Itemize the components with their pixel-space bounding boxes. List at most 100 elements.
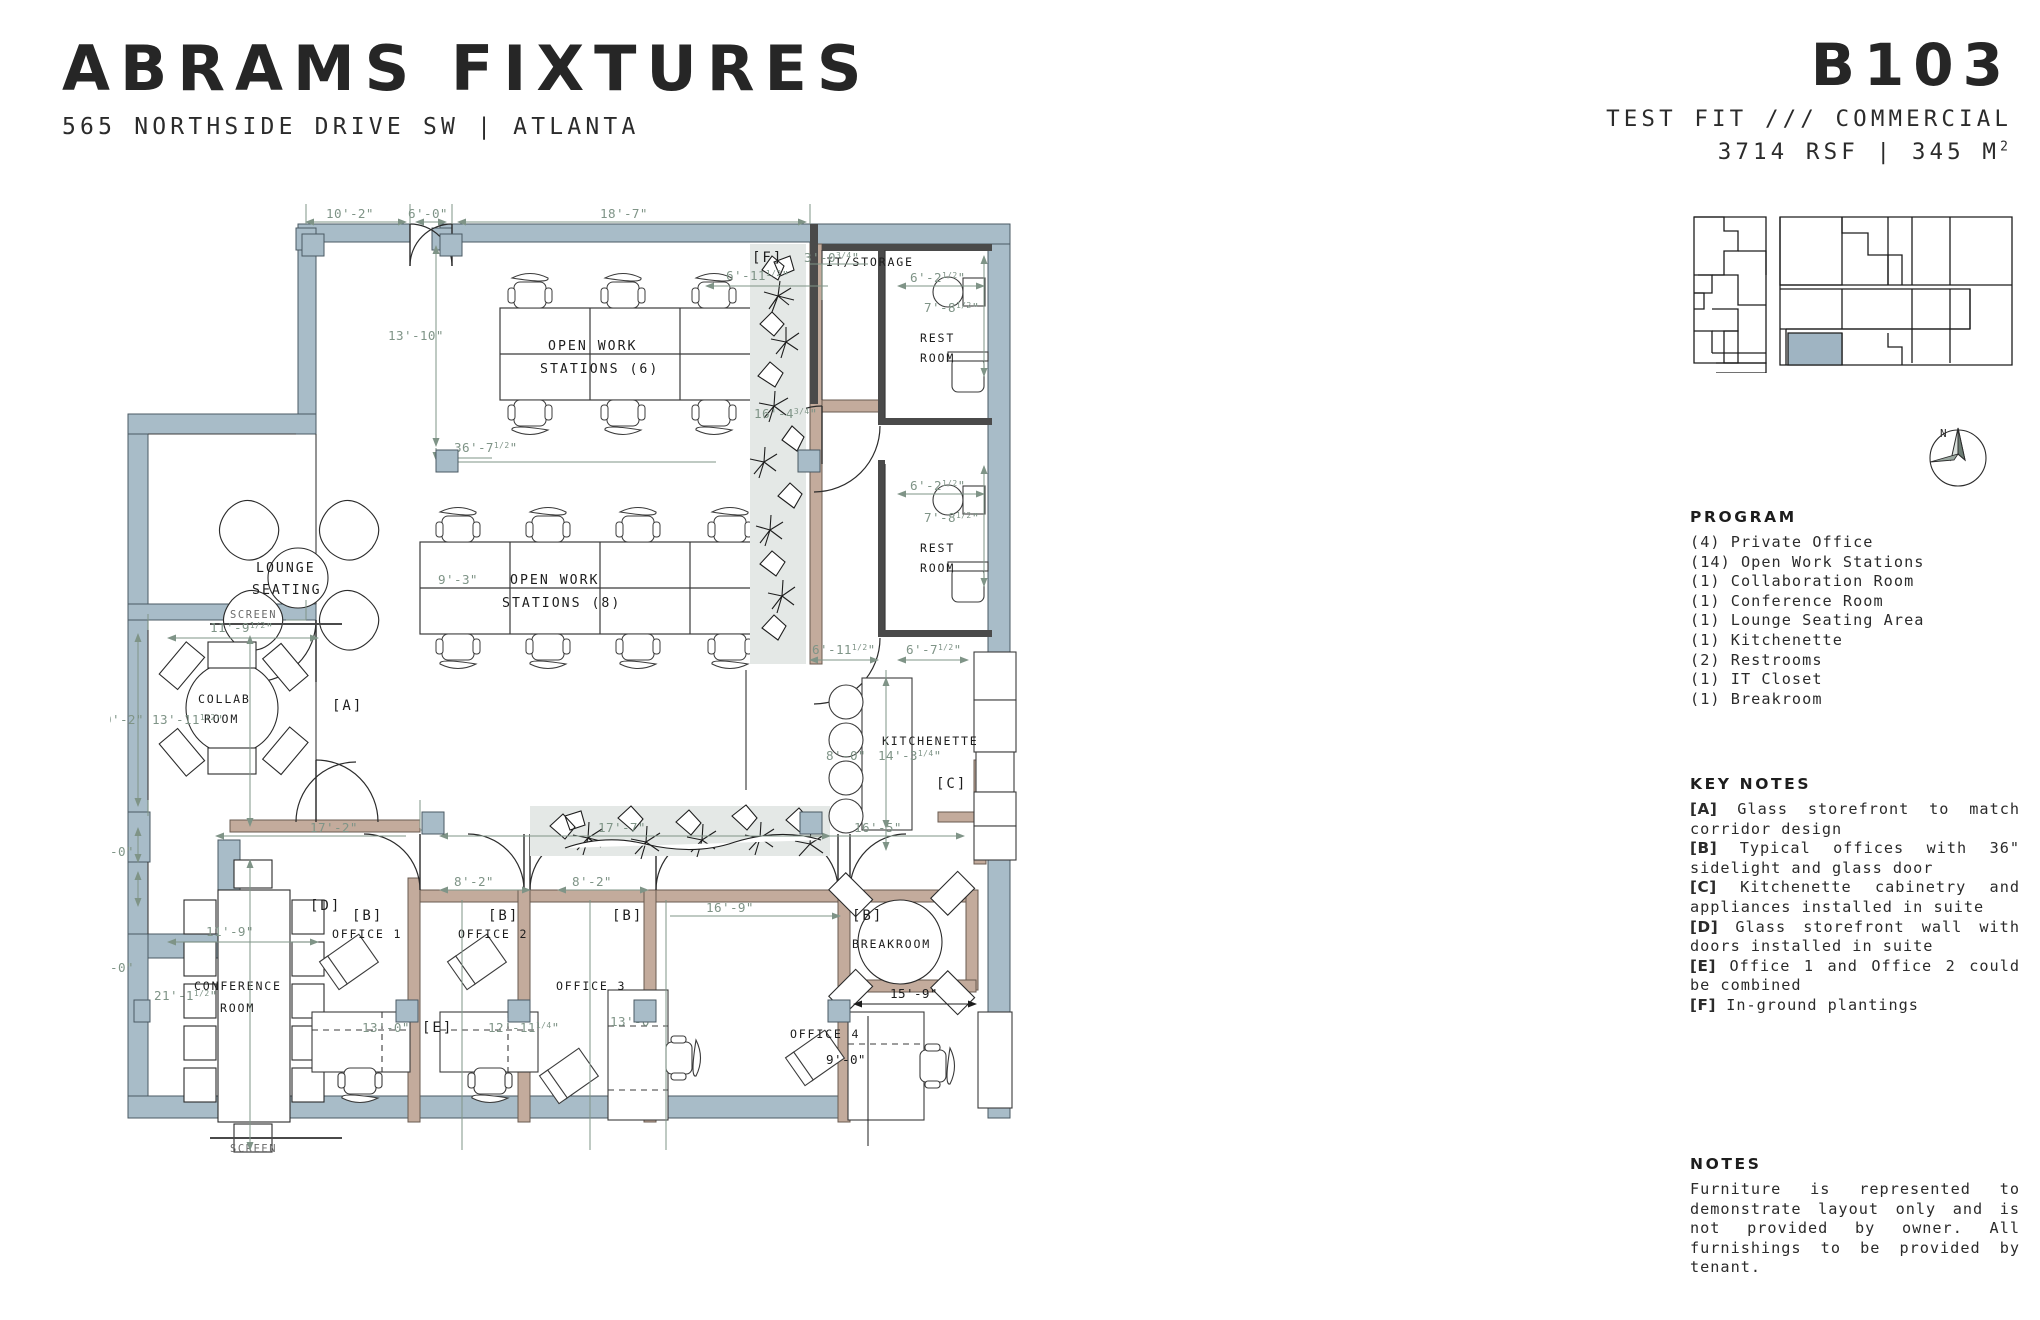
dim-mid-17-2: 17'-2" (310, 820, 358, 835)
workstation-chairs-8 (435, 507, 753, 669)
dim-it-6-11: 6'-111/2" (726, 268, 790, 283)
program-heading: PROGRAM (1690, 508, 1797, 526)
key-note-tag: [B] (1690, 839, 1718, 858)
dim-kitch-8-0: 8'-0" (826, 748, 866, 763)
screen-lines (210, 623, 342, 1139)
notes-section: NOTES Furniture is represented to demons… (1690, 1155, 2020, 1278)
key-tag-e: [E] (422, 1020, 453, 1036)
room-label-conference-line2: ROOM (220, 1001, 255, 1015)
program-item: (4) Private Office (1690, 533, 1874, 551)
dim-top-3: 18'-7" (600, 206, 648, 221)
dim-36-7: 36'-71/2" (454, 440, 518, 455)
room-label-it-storage: IT/STORAGE (826, 255, 914, 269)
room-label-open-work-6-line2: STATIONS (6) (540, 362, 659, 377)
dim-top-1: 10'-2" (326, 206, 374, 221)
office-2-furniture (439, 933, 539, 1104)
fit-type-label: TEST FIT /// COMMERCIAL (1606, 106, 2012, 132)
key-tag-b-2: [B] (488, 908, 519, 924)
open-work-6-group (499, 307, 771, 401)
key-tag-b-3: [B] (612, 908, 643, 924)
planting-bed-vertical (749, 244, 806, 664)
key-notes-section: KEY NOTES [A] Glass storefront to match … (1690, 775, 2020, 1016)
dim-it-3-0: 3'-03/4" (804, 250, 860, 265)
collab-room-group (158, 641, 309, 777)
key-note-tag: [C] (1690, 878, 1717, 897)
program-section: PROGRAM (4) Private Office (14) Open Wor… (1690, 508, 2020, 709)
dim-off2-8-2: 8'-2" (572, 874, 612, 889)
room-label-lounge-line1: LOUNGE (256, 561, 316, 576)
dim-off1-13-0: 13'-0" (362, 1020, 410, 1035)
compass-rose-icon: N (1910, 410, 1998, 498)
key-notes-heading: KEY NOTES (1690, 775, 1812, 793)
dim-rest-6-2-a: 6'-21/2" (910, 270, 966, 285)
dim-off3-16-9: 16'-9" (706, 900, 754, 915)
key-note-text: Typical offices with 36" sidelight and g… (1690, 839, 2020, 877)
key-note: [D] Glass storefront wall with doors ins… (1690, 918, 2020, 957)
dim-rest-6-2-b: 6'-21/2" (910, 478, 966, 493)
dim-rest-7-8-b: 7'-81/2" (924, 510, 980, 525)
room-label-open-work-8-line2: STATIONS (8) (502, 596, 621, 611)
notes-body: Furniture is represented to demonstrate … (1690, 1180, 2020, 1277)
dim-off2-12-11: 12'-111/4" (488, 1020, 560, 1035)
key-tag-d: [D] (310, 898, 341, 914)
dim-collab-11-9: 11'-91/2" (210, 620, 274, 635)
room-label-collab-line2: ROOM (204, 712, 239, 726)
suite-number: B103 (1810, 31, 2012, 99)
floor-plan: LOUNGE SEATING OPEN WORK STATIONS (6) OP… (110, 200, 1360, 1220)
key-plan (1690, 213, 2016, 373)
key-tag-b-1: [B] (352, 908, 383, 924)
program-item: (1) Lounge Seating Area (1690, 611, 1925, 630)
program-item: (1) Conference Room (1690, 591, 1884, 610)
kitchenette-group (828, 651, 1017, 861)
key-note-text: In-ground plantings (1726, 995, 1919, 1014)
program-item: (2) Restrooms (1690, 650, 1823, 669)
suite-block: B103 TEST FIT /// COMMERCIAL 3714 RSF | … (1606, 36, 2012, 165)
key-tag-f: [F] (752, 250, 783, 266)
dim-ows8-9-3: 9'-3" (438, 572, 478, 587)
dim-left-3-0-a: 3'-0" (110, 844, 134, 859)
program-item: (1) Breakroom (1690, 689, 1823, 708)
project-address: 565 NORTHSIDE DRIVE SW | ATLANTA (62, 114, 640, 140)
key-note: [F] In-ground plantings (1690, 996, 2020, 1016)
header: ABRAMS FIXTURES 565 NORTHSIDE DRIVE SW |… (0, 0, 2040, 200)
compass-north-label: N (1940, 427, 1947, 440)
mullion-markers (133, 233, 851, 1023)
dim-left-3-0-b: 3'-0" (110, 960, 134, 975)
key-plan-highlight-suite (1787, 332, 1843, 366)
room-label-office-4: OFFICE 4 (790, 1027, 860, 1041)
screen-label-bottom: SCREEN (230, 1143, 277, 1155)
dim-kitch-16-5: 16'-5" (854, 820, 902, 835)
dim-kitch-14-3: 14'-31/4" (878, 748, 942, 763)
dim-rest-7-8-a: 7'-81/2" (924, 300, 980, 315)
dim-kitch-6-11: 6'-111/2" (812, 642, 876, 657)
key-note-text: Glass storefront to match corridor desig… (1690, 800, 2020, 838)
key-note: [C] Kitchenette cabinetry and appliances… (1690, 878, 2020, 917)
key-note-text: Kitchenette cabinetry and appliances ins… (1690, 878, 2020, 916)
key-note-tag: [A] (1690, 800, 1718, 818)
dim-left-10-2: 10'-2" (110, 712, 144, 727)
program-item: (1) IT Closet (1690, 670, 1823, 689)
key-tag-a: [A] (332, 698, 363, 714)
room-label-office-1: OFFICE 1 (332, 927, 402, 941)
planting-bed-horizontal (530, 804, 830, 860)
dim-mid-17-7: 17'-7" (598, 820, 646, 835)
key-tag-c: [C] (936, 776, 967, 792)
area-imperial: 3714 RSF (1717, 139, 1859, 165)
room-label-restroom-2-line2: ROOM (920, 561, 955, 575)
dim-off4-9-0: 9'-0" (826, 1052, 866, 1067)
dim-conf-21-1: 21'-11/2" (154, 988, 218, 1003)
room-label-collab-line1: COLLAB (198, 692, 251, 706)
dim-off4-15-9: 15'-9" (890, 986, 938, 1001)
dim-conf-11-9: 11'-9" (206, 924, 254, 939)
dim-vert-13-10: 13'-10" (388, 328, 444, 343)
key-note: [B] Typical offices with 36" sidelight a… (1690, 839, 2020, 878)
room-label-lounge-line2: SEATING (252, 583, 322, 598)
room-label-open-work-6-line1: OPEN WORK (548, 339, 637, 354)
key-note-text: Office 1 and Office 2 could be combined (1690, 956, 2020, 995)
dim-planting-16-4: 16'-43/4" (754, 406, 818, 421)
key-note: [E] Office 1 and Office 2 could be combi… (1690, 957, 2020, 996)
program-item: (14) Open Work Stations (1690, 552, 1925, 571)
room-label-restroom-1-line1: REST (920, 331, 955, 345)
program-item: (1) Kitchenette (1690, 630, 1843, 649)
area-metric: 345 M (1911, 139, 2001, 165)
